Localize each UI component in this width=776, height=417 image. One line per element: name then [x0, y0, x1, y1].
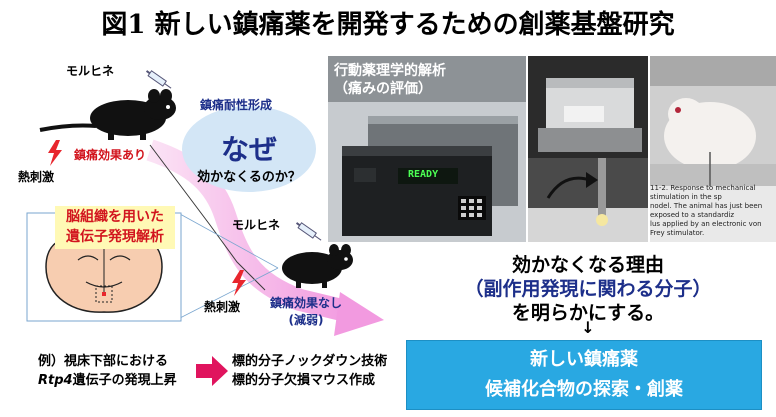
morphine-label-top: モルヒネ	[66, 64, 115, 78]
mouse-icon	[39, 89, 176, 140]
effect-absent-line2: (減弱)	[288, 313, 324, 327]
caption-line1: 11-2. Response to mechanical stimulation…	[650, 184, 756, 201]
rat-illustration	[650, 56, 776, 186]
brain-analysis-line2: 遺伝子発現解析	[66, 229, 164, 245]
brain-analysis-line1: 脳組織を用いた	[66, 209, 164, 225]
goal-box: 新しい鎮痛薬 候補化合物の探索・創薬	[406, 340, 762, 410]
morphine-label-bottom: モルヒネ	[232, 218, 281, 232]
apparatus-illustration	[528, 56, 648, 158]
apparatus-photo	[528, 56, 648, 158]
rat-photo	[650, 56, 776, 242]
effect-present-label: 鎮痛効果あり	[74, 148, 147, 162]
heat-lightning-icon	[48, 140, 62, 166]
down-arrow-icon: ↓	[581, 318, 595, 337]
photo-label: 行動薬理学的解析 （痛みの評価）	[334, 62, 484, 98]
syringe-icon	[145, 70, 172, 89]
heat-label-top: 熱刺激	[18, 170, 55, 184]
stimulus-photo	[528, 158, 648, 242]
gene-name: Rtp4	[38, 373, 73, 388]
technique-text: 標的分子ノックダウン技術 標的分子欠損マウス作成	[232, 352, 387, 390]
device-display: READY	[408, 169, 439, 180]
caption-line3: lus applied by an electronic von Frey st…	[650, 220, 762, 237]
example-line2: Rtp4遺伝子の発現上昇	[38, 371, 177, 390]
syringe-icon	[295, 222, 322, 241]
technique-line2: 標的分子欠損マウス作成	[232, 373, 376, 388]
reason-line3: を明らかにする。	[511, 302, 665, 324]
mouse-icon	[282, 244, 353, 288]
why-bubble	[182, 106, 316, 192]
effect-absent-line1: 鎮痛効果なし	[270, 296, 343, 310]
technique-line1: 標的分子ノックダウン技術	[232, 354, 388, 369]
rat-photo-caption: 11-2. Response to mechanical stimulation…	[650, 184, 776, 238]
effect-absent-label: 鎮痛効果なし (減弱)	[270, 294, 342, 328]
heat-label-bottom: 熱刺激	[204, 300, 241, 314]
why-text: なぜ	[220, 133, 277, 166]
heat-lightning-icon	[232, 270, 246, 296]
reason-line2: （副作用発現に関わる分子）	[464, 278, 712, 300]
why-subtext: 効かなくるのか？	[197, 170, 301, 185]
page-title: 図1 新しい鎮痛薬を開発するための創薬基盤研究	[101, 10, 675, 40]
device-photo: READY	[328, 56, 526, 242]
device-illustration	[328, 56, 526, 242]
right-arrow-icon	[196, 356, 228, 386]
example-line2-rest: 遺伝子の発現上昇	[72, 373, 177, 388]
reason-line1: 効かなくなる理由	[511, 254, 664, 276]
caption-line2: nodel. The animal has just been exposed …	[650, 202, 763, 219]
goal-line1: 新しい鎮痛薬	[530, 349, 638, 370]
example-line1: 例）視床下部における	[38, 354, 169, 369]
photo-label-line2: （痛みの評価）	[334, 81, 432, 97]
example-text: 例）視床下部における Rtp4遺伝子の発現上昇	[38, 352, 177, 390]
tolerance-label: 鎮痛耐性形成	[200, 98, 273, 112]
photo-label-line1: 行動薬理学的解析	[334, 63, 446, 79]
stimulus-illustration	[528, 158, 648, 242]
goal-line2: 候補化合物の探索・創薬	[485, 379, 683, 400]
brain-analysis-box: 脳組織を用いた 遺伝子発現解析	[55, 206, 175, 249]
